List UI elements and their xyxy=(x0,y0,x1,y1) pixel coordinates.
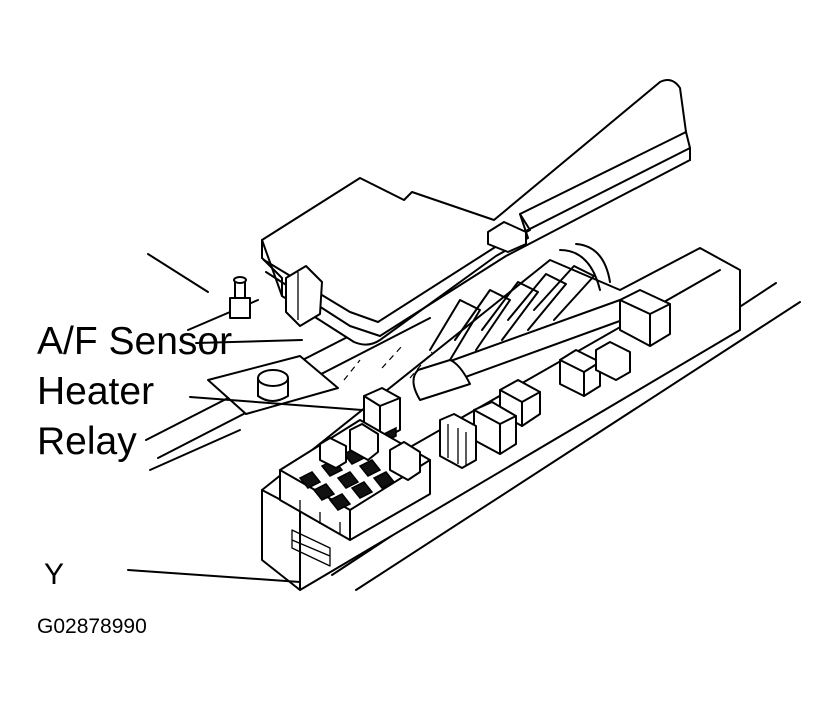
fuse-block xyxy=(279,419,431,541)
relay-label-line-1: A/F Sensor xyxy=(37,320,233,363)
relay-leader-line xyxy=(189,396,363,411)
bolt-stud xyxy=(229,276,251,319)
relay-label-line-2: Heater xyxy=(37,370,155,413)
y-leader-line xyxy=(127,569,301,583)
location-marker-label: Y xyxy=(44,558,65,591)
relay-label-line-3: Relay xyxy=(37,420,137,463)
figure-code: G02878990 xyxy=(37,615,147,638)
relay-box-cover xyxy=(261,79,691,346)
bracket-with-post xyxy=(207,355,339,415)
right-relays xyxy=(439,289,671,469)
harness-ribs xyxy=(412,243,629,401)
leader-lines xyxy=(127,396,363,583)
